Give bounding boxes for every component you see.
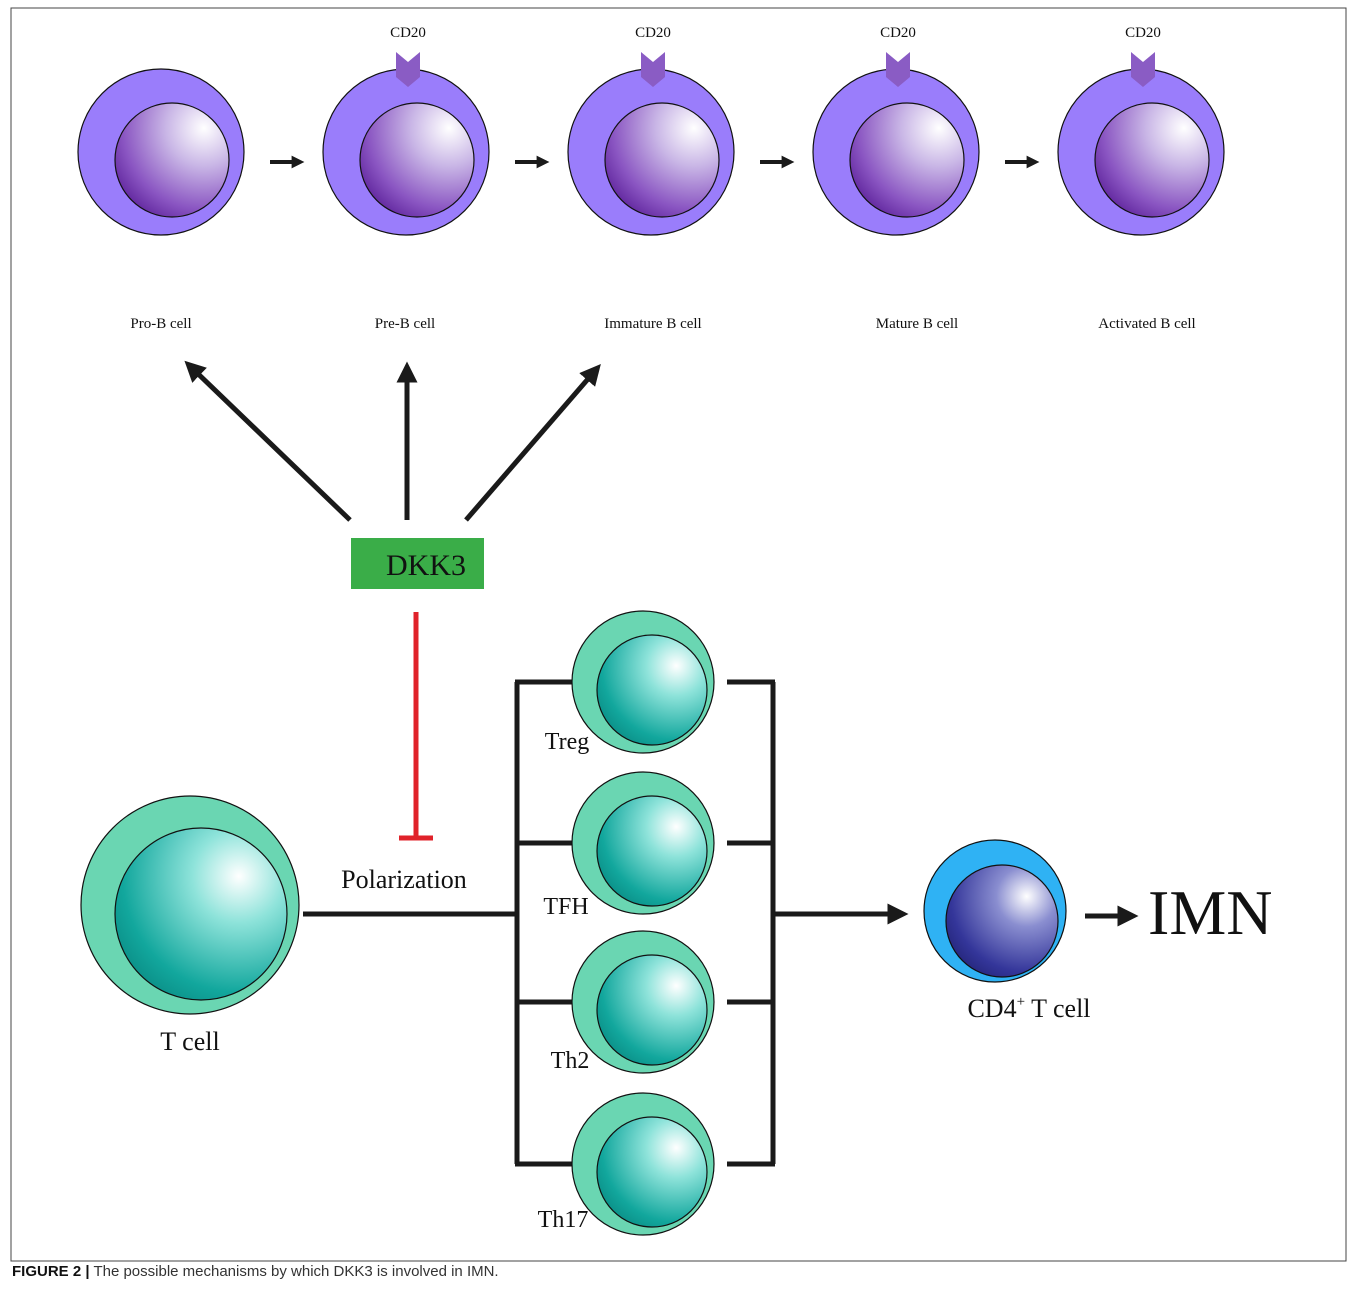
cd20-receptor-icon xyxy=(641,52,665,87)
t-subset-treg xyxy=(571,610,715,754)
b-cell-pre-b xyxy=(322,52,490,236)
t-cell-label: T cell xyxy=(160,1027,219,1056)
cd4-nucleus xyxy=(945,864,1059,978)
subset-nucleus xyxy=(596,954,708,1066)
figure-caption-text: The possible mechanisms by which DKK3 is… xyxy=(89,1263,499,1280)
t-subset-th2 xyxy=(571,930,715,1074)
figure-caption: FIGURE 2 | The possible mechanisms by wh… xyxy=(12,1263,1342,1280)
polarization-connectors xyxy=(303,679,909,1167)
t-cell xyxy=(80,795,300,1015)
stage-label-pre-b: Pre-B cell xyxy=(375,316,435,332)
b-cell-mature-b xyxy=(812,52,980,236)
dkk3-arrow-pro-b xyxy=(184,360,352,522)
b-cell-nucleus xyxy=(604,102,720,218)
polarization-label: Polarization xyxy=(341,865,467,894)
t-subset-th17 xyxy=(571,1092,715,1236)
subset-nucleus xyxy=(596,634,708,746)
cd4-t-cell xyxy=(923,839,1067,983)
subset-nucleus xyxy=(596,1116,708,1228)
dkk3-arrow-immature-b xyxy=(464,364,601,522)
b-cell-nucleus xyxy=(1094,102,1210,218)
subset-nucleus xyxy=(596,795,708,907)
b-cell-nucleus xyxy=(114,102,230,218)
stage-label-mature-b: Mature B cell xyxy=(876,316,958,332)
subset-label-th2: Th2 xyxy=(551,1048,590,1074)
b-cell-activated-b xyxy=(1057,52,1225,236)
figure-frame xyxy=(10,7,1347,1262)
dkk3-box: DKK3 xyxy=(351,538,484,589)
t-cell-nucleus xyxy=(114,827,288,1001)
dkk3-box-background xyxy=(351,538,484,589)
subset-label-th17: Th17 xyxy=(538,1207,589,1233)
cd20-label: CD20 xyxy=(635,25,671,41)
cd20-label: CD20 xyxy=(880,25,916,41)
imn-label: IMN xyxy=(1148,877,1272,948)
b-cell-pro-b xyxy=(77,68,245,236)
cd4-label-main: CD4 xyxy=(967,994,1016,1023)
cd20-receptor-icon xyxy=(1131,52,1155,87)
figure-number: FIGURE 2 | xyxy=(12,1263,90,1280)
t-subset-tfh xyxy=(571,771,715,915)
cd20-receptor-icon xyxy=(886,52,910,87)
cd4-t-cell-label: CD4+ T cell xyxy=(967,994,1090,1023)
b-cell-nucleus xyxy=(849,102,965,218)
subset-label-tfh: TFH xyxy=(543,894,588,920)
b-cell-development-row: CD20 CD20 CD20 CD20 Pro-B cell Pre-B cel… xyxy=(77,25,1225,332)
stage-label-activated-b: Activated B cell xyxy=(1098,316,1195,332)
inhibition-symbol xyxy=(399,612,433,841)
stage-label-pro-b: Pro-B cell xyxy=(130,316,191,332)
dkk3-label: DKK3 xyxy=(386,549,466,582)
cd4-label-sup: + xyxy=(1017,994,1025,1010)
b-cell-immature-b xyxy=(567,52,735,236)
cd20-label: CD20 xyxy=(1125,25,1161,41)
b-cell-nucleus xyxy=(359,102,475,218)
cd20-label: CD20 xyxy=(390,25,426,41)
cd20-receptor-icon xyxy=(396,52,420,87)
dkk3-promotion-arrows xyxy=(184,360,601,522)
cd4-label-rest: T cell xyxy=(1025,994,1090,1023)
subset-label-treg: Treg xyxy=(545,729,589,755)
stage-label-immature-b: Immature B cell xyxy=(604,316,701,332)
